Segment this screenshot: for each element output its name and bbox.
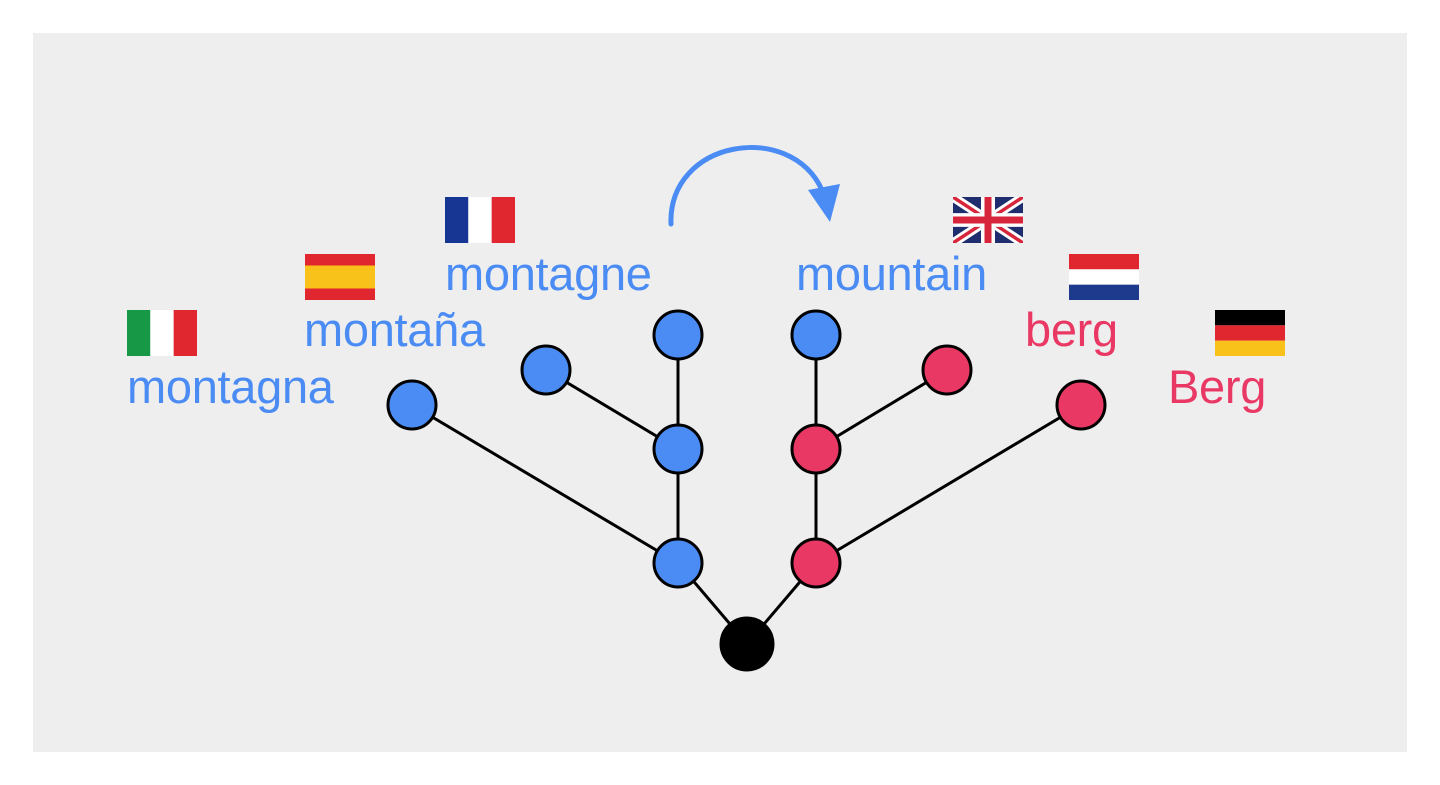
word-spanish: montaña	[304, 303, 485, 356]
netherlands-flag	[1069, 254, 1139, 300]
tree-nodes	[386, 309, 1107, 672]
word-german: Berg	[1168, 360, 1267, 413]
italy-flag	[127, 310, 197, 356]
edge-b1-it	[411, 403, 679, 565]
node-west-germanic-branch	[790, 423, 842, 475]
node-spanish	[520, 344, 572, 396]
word-english: mountain	[796, 247, 987, 300]
node-italian	[386, 379, 438, 431]
node-german	[1055, 379, 1107, 431]
node-romance-branch	[652, 537, 704, 589]
edge-r1-de	[815, 403, 1082, 565]
tree-edges	[411, 335, 1082, 645]
edge-b2-es	[545, 368, 679, 451]
word-dutch: berg	[1025, 303, 1118, 356]
root-node	[719, 616, 775, 672]
node-english	[790, 309, 842, 361]
node-germanic-branch	[790, 537, 842, 589]
spain-flag	[305, 254, 375, 300]
node-french	[652, 309, 704, 361]
uk-flag	[953, 197, 1023, 243]
germany-flag	[1215, 310, 1285, 356]
france-flag	[445, 197, 515, 243]
node-dutch	[921, 344, 973, 396]
curved-arrow-icon	[668, 144, 840, 227]
node-gallo-iberian-branch	[652, 423, 704, 475]
word-french: montagne	[445, 247, 652, 300]
word-italian: montagna	[127, 360, 334, 413]
